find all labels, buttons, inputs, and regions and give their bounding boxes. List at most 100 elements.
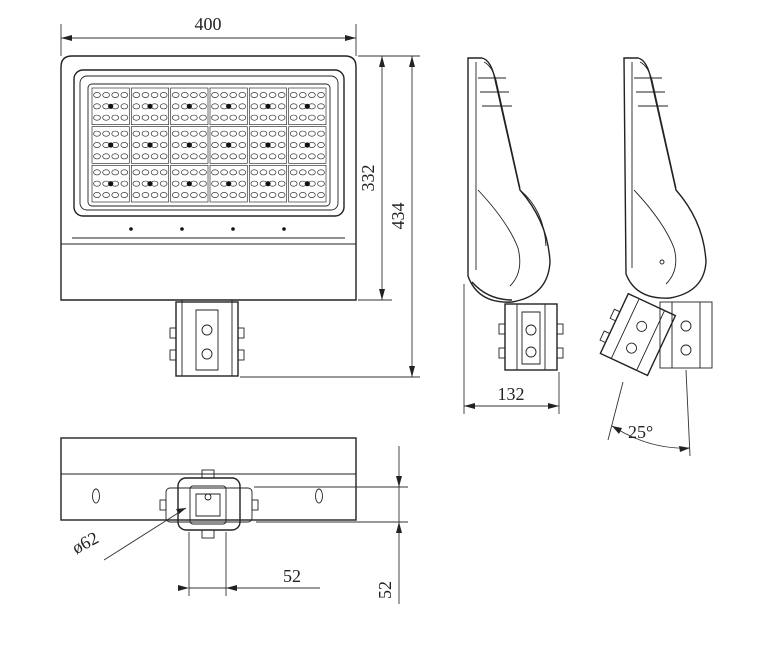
- tilted-bracket-upright: [659, 301, 713, 369]
- led-lens: [211, 142, 219, 148]
- led-module: [248, 164, 288, 203]
- led-lens: [220, 114, 228, 121]
- led-lens: [171, 153, 180, 160]
- tilted-view: 25°: [599, 57, 713, 457]
- led-lens: [268, 114, 277, 121]
- led-lens: [268, 169, 277, 176]
- led-lens: [238, 142, 247, 148]
- led-lens: [259, 153, 268, 160]
- led-module-screw: [108, 142, 114, 148]
- side-housing-profile: [467, 57, 551, 303]
- led-lens: [150, 153, 159, 160]
- led-lens: [93, 130, 101, 137]
- led-lens: [159, 103, 168, 110]
- led-lens: [199, 103, 207, 110]
- led-lens: [120, 103, 129, 110]
- led-lens: [120, 169, 129, 176]
- led-module-screw: [186, 103, 192, 109]
- led-lens: [190, 153, 198, 160]
- led-lens: [317, 130, 325, 137]
- led-lens: [132, 153, 141, 160]
- led-lens: [238, 180, 247, 187]
- led-module: [288, 164, 327, 203]
- led-lens: [93, 114, 101, 121]
- led-lens: [238, 114, 247, 121]
- led-lens: [277, 192, 286, 198]
- led-lens: [229, 130, 237, 137]
- led-lens: [250, 169, 259, 176]
- led-lens: [150, 169, 159, 176]
- led-lens: [132, 130, 141, 137]
- led-lens: [220, 192, 228, 198]
- led-lens: [289, 114, 298, 121]
- dim-height-total-label: 434: [388, 203, 408, 230]
- led-lens: [171, 103, 180, 110]
- led-lens: [111, 169, 119, 176]
- led-lens: [308, 92, 316, 98]
- led-lens: [132, 169, 141, 176]
- led-module: [170, 87, 209, 126]
- top-view: ø62 52 52: [60, 437, 408, 604]
- led-lens: [120, 192, 129, 198]
- led-lens: [289, 92, 298, 98]
- led-lens: [171, 114, 180, 121]
- dim-side-depth-label: 132: [498, 384, 525, 404]
- led-lens: [93, 169, 101, 176]
- led-module-screw: [304, 181, 310, 187]
- led-lens: [211, 103, 219, 110]
- led-lens: [159, 130, 168, 137]
- led-lens: [150, 92, 159, 98]
- led-lens: [299, 130, 307, 137]
- led-lens: [181, 192, 189, 198]
- led-module-screw: [186, 142, 192, 148]
- led-grid: [91, 87, 327, 203]
- dim-height-body-label: 332: [358, 165, 378, 192]
- led-lens: [268, 192, 277, 198]
- led-lens: [111, 114, 119, 121]
- led-module: [91, 126, 130, 164]
- led-lens: [190, 130, 198, 137]
- led-lens: [268, 92, 277, 98]
- led-lens: [171, 192, 180, 198]
- led-lens: [159, 169, 168, 176]
- dim-bracket-width-label: 52: [283, 566, 301, 586]
- led-lens: [181, 153, 189, 160]
- led-lens: [171, 142, 180, 148]
- led-module: [170, 164, 209, 203]
- led-lens: [93, 153, 101, 160]
- led-lens: [211, 130, 219, 137]
- led-lens: [93, 192, 101, 198]
- led-lens: [159, 180, 168, 187]
- led-module-screw: [226, 103, 232, 109]
- led-lens: [299, 114, 307, 121]
- led-lens: [317, 142, 325, 148]
- led-lens: [250, 180, 259, 187]
- led-lens: [317, 153, 325, 160]
- led-lens: [308, 192, 316, 198]
- led-module: [130, 87, 170, 126]
- led-module: [130, 164, 170, 203]
- led-lens: [299, 153, 307, 160]
- led-module: [209, 87, 248, 126]
- led-lens: [277, 114, 286, 121]
- mounting-bracket: [175, 301, 239, 377]
- led-lens: [211, 153, 219, 160]
- led-lens: [289, 169, 298, 176]
- led-lens: [159, 153, 168, 160]
- led-lens: [277, 92, 286, 98]
- led-lens: [277, 142, 286, 148]
- tilted-housing-profile: [623, 57, 707, 299]
- led-lens: [120, 130, 129, 137]
- led-module: [248, 126, 288, 164]
- led-lens: [289, 142, 298, 148]
- led-module: [130, 126, 170, 164]
- led-module: [248, 87, 288, 126]
- led-lens: [308, 114, 316, 121]
- led-lens: [250, 114, 259, 121]
- led-lens: [132, 103, 141, 110]
- tilted-bracket-rotated: [599, 292, 677, 377]
- led-lens: [268, 153, 277, 160]
- led-lens: [190, 192, 198, 198]
- led-lens: [199, 130, 207, 137]
